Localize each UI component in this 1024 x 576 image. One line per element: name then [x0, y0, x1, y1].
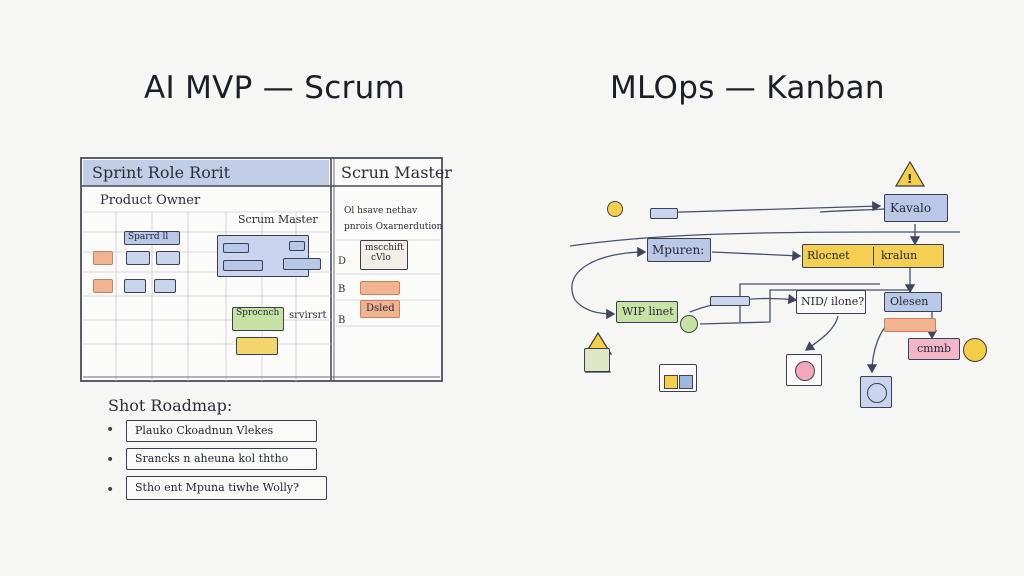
warning-icon [904, 163, 905, 164]
alert-circle-icon[interactable] [963, 338, 987, 362]
kanban-tile-pink-dot [795, 361, 815, 381]
kanban-card-kavalo[interactable]: Kavalo [884, 194, 948, 222]
row-marker-3: B [338, 315, 346, 326]
story-card-small-4[interactable] [154, 279, 176, 293]
kanban-mini-card[interactable] [650, 208, 678, 219]
task-card-orange-1[interactable] [93, 251, 113, 265]
roadmap-title: Shot Roadmap: [108, 396, 233, 415]
story-card-sprocnch[interactable]: Sprocnch [232, 307, 284, 331]
kanban-card-cmmb[interactable]: cmmb [908, 338, 960, 360]
kanban-title: MLOps — Kanban [610, 70, 885, 106]
roadmap-item-2[interactable]: Srancks n aheuna kol ththo [126, 448, 317, 470]
scrum-header-left: Sprint Role Rorit [92, 163, 231, 182]
roadmap-bullet-1: • [106, 422, 115, 438]
kanban-card-olesen[interactable]: Olesen [884, 292, 942, 312]
roadmap-bullet-3: • [106, 482, 115, 498]
kanban-tile-pink[interactable] [786, 354, 822, 386]
kanban-card-orange[interactable] [884, 318, 936, 332]
task-card-orange-2[interactable] [93, 279, 113, 293]
scrum-master-label: Scrum Master [238, 213, 318, 226]
info-circle-icon[interactable] [607, 201, 623, 217]
scrum-header-right: Scrun Master [341, 163, 452, 182]
kanban-tile-1[interactable] [659, 364, 697, 392]
kanban-label-rlocnet: Rlocnet [807, 249, 850, 262]
kanban-card-wip[interactable]: WIP linet [616, 301, 678, 323]
task-card-dsled[interactable] [360, 281, 400, 295]
sm-card-mscchift-label: mscchift [365, 243, 404, 253]
row-marker-1: D [338, 256, 347, 267]
kanban-divider [873, 247, 875, 265]
kanban-tile-green[interactable] [584, 348, 610, 372]
story-card-small-2[interactable] [156, 251, 180, 265]
kanban-label-kralun: kralun [881, 249, 918, 262]
sm-card-4[interactable] [283, 258, 321, 270]
sm-card-mscchift-sub: cVlo [371, 253, 391, 263]
kanban-tile-1-b [679, 375, 693, 389]
kanban-tile-1-a [664, 375, 678, 389]
sm-card-3[interactable] [223, 260, 263, 271]
kanban-card-nid[interactable]: NID/ ilone? [796, 290, 866, 314]
sm-note-line-2: pnrois Oxarnerdution [344, 222, 443, 232]
story-card-sparrd[interactable]: Sparrd ll [124, 231, 180, 245]
roadmap-item-1[interactable]: Plauko Ckoadnun Vlekes [126, 420, 317, 442]
story-card-small-3[interactable] [124, 279, 146, 293]
kanban-swimlane-yellow[interactable]: Rlocnet kralun [802, 244, 944, 268]
scrum-title: AI MVP — Scrum [144, 70, 406, 106]
kanban-mini-card-2[interactable] [710, 296, 750, 306]
sm-card-mscchift[interactable]: mscchift cVlo [360, 240, 408, 270]
task-card-yellow[interactable] [236, 337, 278, 355]
story-card-small-1[interactable] [126, 251, 150, 265]
kanban-tile-blue[interactable] [860, 376, 892, 408]
svg-text:!: ! [907, 172, 912, 186]
roadmap-bullet-2: • [106, 452, 115, 468]
sm-card-1[interactable] [223, 243, 249, 253]
roadmap-item-3[interactable]: Stho ent Mpuna tiwhe Wolly? [126, 476, 327, 500]
kanban-tile-blue-dot [867, 383, 887, 403]
product-owner-label: Product Owner [100, 193, 201, 208]
row-marker-2: B [338, 284, 346, 295]
kanban-card-mpuren[interactable]: Mpuren: [647, 238, 711, 262]
refresh-icon[interactable] [680, 315, 698, 333]
task-card-dsled-2[interactable]: Dsled [360, 300, 400, 318]
sm-note-line-1: Ol hsave nethav [344, 206, 418, 216]
sm-card-2[interactable] [289, 241, 305, 251]
story-label-srvirsrt: srvirsrt [289, 310, 327, 321]
